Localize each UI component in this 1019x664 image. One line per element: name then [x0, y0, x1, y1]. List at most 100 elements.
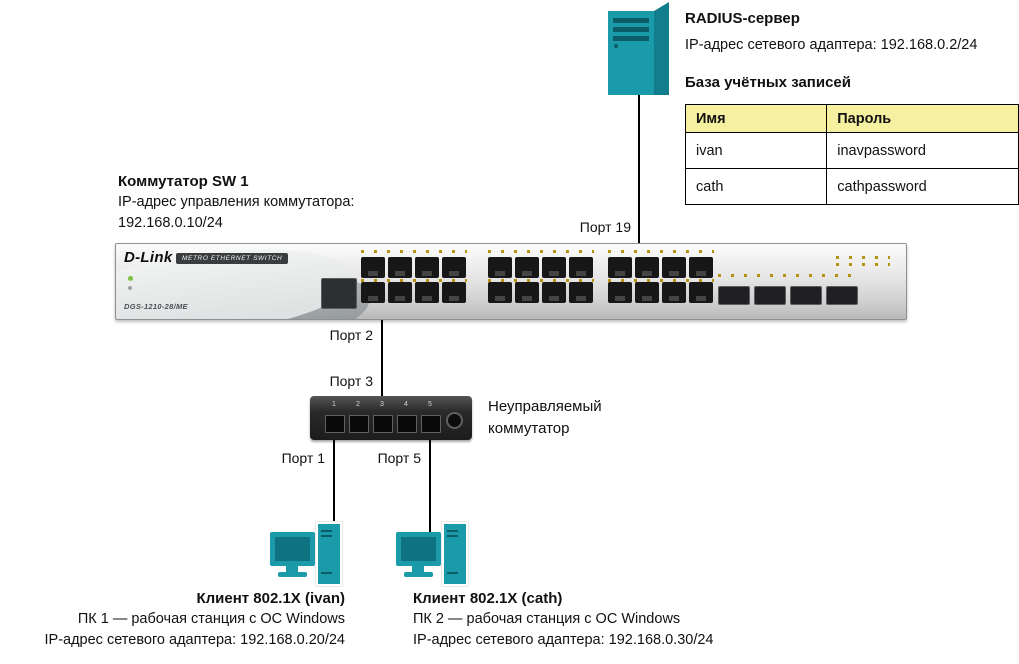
rj45-port — [361, 282, 385, 303]
rj45-port — [388, 257, 412, 278]
rj45-port — [515, 257, 539, 278]
pc-monitor-base — [404, 572, 433, 577]
accounts-table-row: ivan inavpassword — [684, 132, 1019, 169]
pc1-desc: ПК 1 — рабочая станция с ОС Windows — [77, 611, 345, 627]
pc-tower-slot — [321, 530, 332, 532]
usw-rj45-port — [373, 415, 393, 433]
cable-unmanaged-to-pc1 — [333, 440, 335, 524]
accounts-table: Имя Пароль ivan inavpassword cath cathpa… — [684, 104, 1019, 205]
rj45-port — [569, 282, 593, 303]
radius-server-ip: IP-адрес сетевого адаптера: 192.168.0.2/… — [685, 37, 978, 53]
rj45-port — [689, 257, 713, 278]
sw1-ip-caption: IP-адрес управления коммутатора: — [118, 194, 355, 210]
usw-rj45-port — [325, 415, 345, 433]
pc-tower-slot — [321, 572, 332, 574]
pc-tower-slot — [447, 530, 458, 532]
server-power-led — [614, 44, 618, 48]
rj45-port-group-3 — [608, 257, 714, 303]
pc-monitor — [396, 532, 441, 566]
pc-tower-slot — [447, 535, 458, 537]
sw1-switch-device: D-Link METRO ETHERNET SWITCH DGS-1210-28… — [115, 243, 907, 320]
dlink-logo: D-Link — [124, 249, 173, 266]
port-number-strip — [361, 250, 467, 253]
pc2-ip: IP-адрес сетевого адаптера: 192.168.0.30… — [413, 632, 714, 648]
pc1-icon — [270, 522, 342, 592]
rj45-port — [542, 257, 566, 278]
port1-label: Порт 1 — [281, 450, 325, 466]
rj45-port — [488, 282, 512, 303]
accounts-table-row: cath cathpassword — [684, 168, 1019, 205]
rj45-port — [689, 282, 713, 303]
power-led — [128, 276, 133, 281]
server-vent-slot — [613, 18, 649, 23]
console-led — [128, 286, 132, 290]
usw-port-number: 2 — [356, 401, 360, 408]
sw1-title: Коммутатор SW 1 — [118, 173, 249, 190]
usw-port-number: 5 — [428, 401, 432, 408]
rj45-port — [488, 257, 512, 278]
pc1-ip: IP-адрес сетевого адаптера: 192.168.0.20… — [44, 632, 346, 648]
usw-port-number: 1 — [332, 401, 336, 408]
pc-screen — [275, 537, 310, 561]
sfp-slot — [790, 286, 822, 305]
cable-unmanaged-to-pc2 — [429, 440, 431, 532]
unmanaged-switch-device: 1 2 3 4 5 — [310, 396, 472, 440]
rj45-port — [442, 282, 466, 303]
rj45-port — [542, 282, 566, 303]
account-name: cath — [684, 168, 828, 205]
legend-strip — [836, 256, 890, 259]
pc1-caption: Клиент 802.1X (ivan) ПК 1 — рабочая стан… — [37, 589, 346, 651]
rj45-port — [608, 257, 632, 278]
server-vent-slot — [613, 36, 649, 41]
rj45-port — [361, 257, 385, 278]
sfp-slot — [826, 286, 858, 305]
port19-label: Порт 19 — [579, 219, 631, 235]
server-vent-slot — [613, 27, 649, 32]
usw-port-number: 3 — [380, 401, 384, 408]
usw-port-number: 4 — [404, 401, 408, 408]
server-front-face — [608, 11, 654, 95]
radius-server-icon — [608, 2, 670, 95]
cable-radius-to-sw1 — [638, 95, 640, 257]
rj45-port — [569, 257, 593, 278]
rj45-port — [515, 282, 539, 303]
accounts-header-password: Пароль — [826, 104, 1019, 133]
rj45-port — [442, 257, 466, 278]
usw-power-jack — [446, 412, 463, 429]
port5-label: Порт 5 — [377, 450, 421, 466]
pc2-desc: ПК 2 — рабочая станция с ОС Windows — [413, 611, 681, 627]
unmanaged-switch-label: Неуправляемый коммутатор — [488, 398, 602, 437]
accounts-db-title: База учётных записей — [685, 74, 851, 91]
pc-monitor — [270, 532, 315, 566]
port3-label: Порт 3 — [329, 373, 373, 389]
pc2-icon — [396, 522, 468, 592]
cable-sw1-to-unmanaged — [381, 318, 383, 396]
server-side-face — [654, 2, 669, 95]
account-name: ivan — [684, 132, 828, 169]
port-led-strip — [608, 279, 714, 282]
rj45-port — [662, 257, 686, 278]
radius-server-title: RADIUS-сервер — [685, 10, 800, 27]
rj45-port — [415, 282, 439, 303]
usw-rj45-port — [397, 415, 417, 433]
sfp-label-strip — [718, 274, 856, 277]
pc-tower-slot — [447, 572, 458, 574]
sw1-caption: Коммутатор SW 1 IP-адрес управления комм… — [118, 172, 354, 234]
rj45-port — [415, 257, 439, 278]
switch-model-label: DGS-1210-28/ME — [124, 302, 188, 311]
rj45-port-group-2 — [488, 257, 594, 303]
rj45-port — [635, 282, 659, 303]
pc1-title: Клиент 802.1X (ivan) — [196, 590, 345, 607]
sfp-slot — [718, 286, 750, 305]
accounts-header-name: Имя — [684, 104, 828, 133]
usw-rj45-port — [421, 415, 441, 433]
switch-tagline-badge: METRO ETHERNET SWITCH — [176, 253, 289, 264]
pc2-title: Клиент 802.1X (cath) — [413, 590, 563, 607]
port-led-strip — [488, 279, 594, 282]
rj45-port — [388, 282, 412, 303]
rj45-port — [662, 282, 686, 303]
port-number-strip — [608, 250, 714, 253]
port-number-strip — [488, 250, 594, 253]
accounts-table-header-row: Имя Пароль — [684, 104, 1019, 133]
sw1-ip: 192.168.0.10/24 — [118, 215, 223, 231]
